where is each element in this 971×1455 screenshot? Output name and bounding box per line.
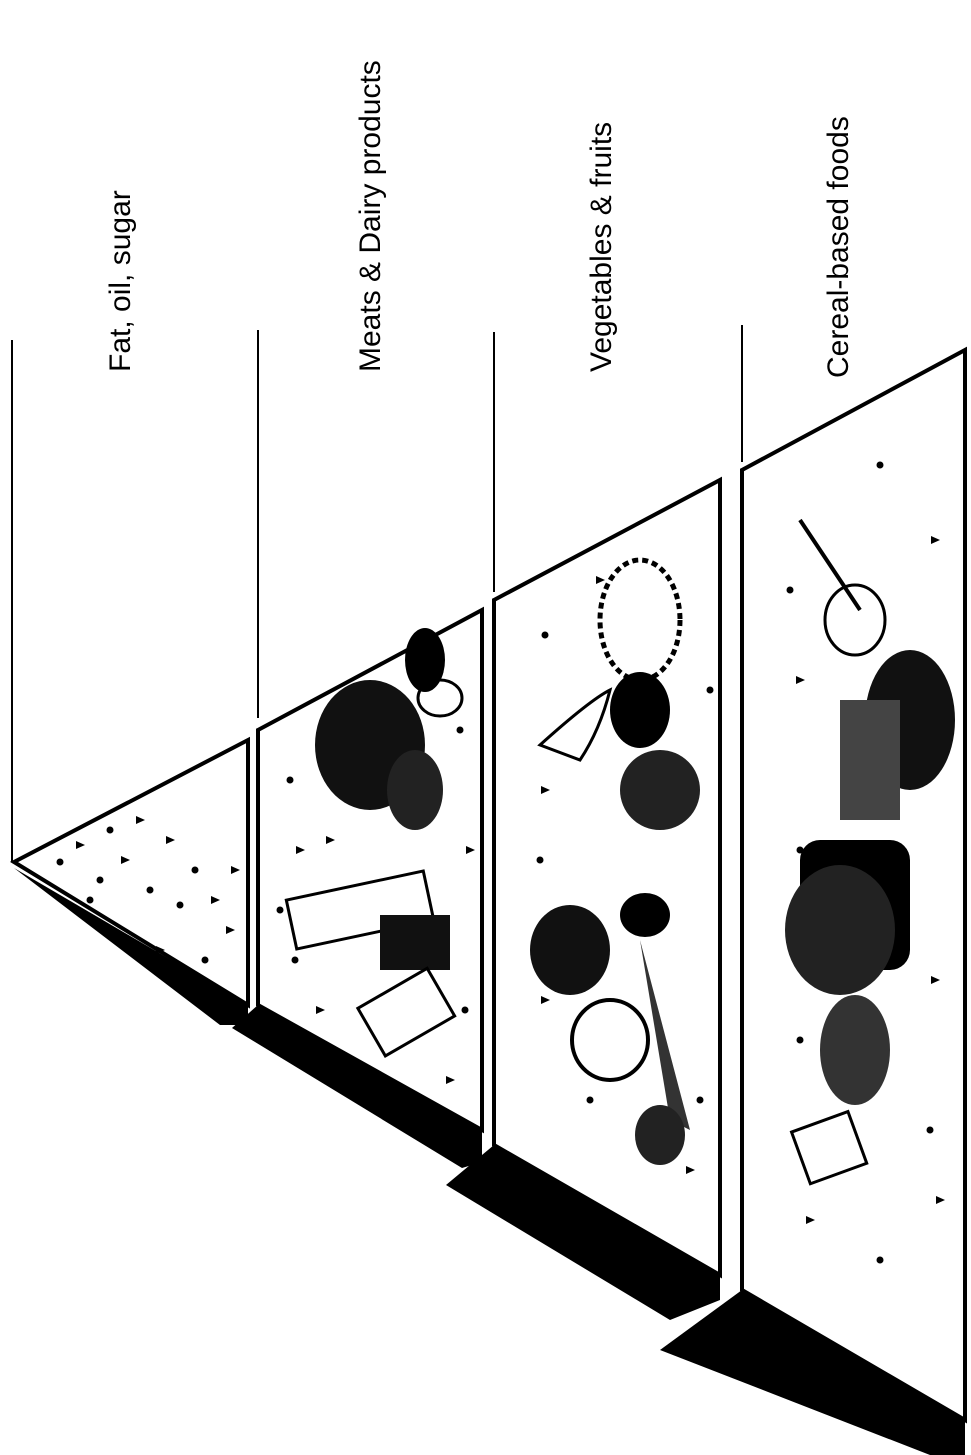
texture-mark: [277, 907, 284, 914]
sandwich-illustration: [840, 700, 900, 820]
texture-mark: [787, 587, 794, 594]
orange-illustration: [620, 750, 700, 830]
cup-illustration: [380, 915, 450, 970]
texture-mark: [107, 827, 114, 834]
texture-mark: [797, 1037, 804, 1044]
tier-fat-oil-sugar: [14, 740, 248, 1025]
texture-mark: [202, 957, 209, 964]
tier-label-fat-oil-sugar: Fat, oil, sugar: [104, 190, 137, 372]
texture-mark: [877, 1257, 884, 1264]
texture-mark: [707, 687, 714, 694]
texture-mark: [177, 902, 184, 909]
texture-mark: [877, 462, 884, 469]
loaf-illustration: [785, 865, 895, 995]
steak-illustration: [405, 628, 445, 692]
tier-meats-dairy: [232, 610, 482, 1168]
texture-mark: [542, 632, 549, 639]
tier-label-meats-dairy: Meats & Dairy products: [354, 60, 387, 372]
texture-mark: [537, 857, 544, 864]
rice-bowl-illustration: [825, 585, 885, 655]
cabbage-illustration: [572, 1000, 648, 1080]
texture-mark: [697, 1097, 704, 1104]
bun-illustration: [820, 995, 890, 1105]
potato-illustration: [635, 1105, 685, 1165]
eggplant-illustration: [620, 893, 670, 937]
texture-mark: [87, 897, 94, 904]
texture-mark: [587, 1097, 594, 1104]
broccoli-illustration: [530, 905, 610, 995]
tier-1-face: [14, 740, 248, 1005]
texture-mark: [57, 859, 64, 866]
tier-vegetables-fruits: [446, 480, 720, 1320]
grapes-illustration: [600, 560, 680, 680]
texture-mark: [97, 877, 104, 884]
texture-mark: [457, 727, 464, 734]
texture-mark: [462, 1007, 469, 1014]
beans-illustration: [387, 750, 443, 830]
tier-label-cereal-based-foods: Cereal-based foods: [822, 116, 855, 378]
texture-mark: [147, 887, 154, 894]
tier-label-vegetables-fruits: Vegetables & fruits: [585, 122, 618, 372]
pepper-illustration: [610, 672, 670, 748]
texture-mark: [192, 867, 199, 874]
texture-mark: [287, 777, 294, 784]
texture-mark: [927, 1127, 934, 1134]
texture-mark: [292, 957, 299, 964]
